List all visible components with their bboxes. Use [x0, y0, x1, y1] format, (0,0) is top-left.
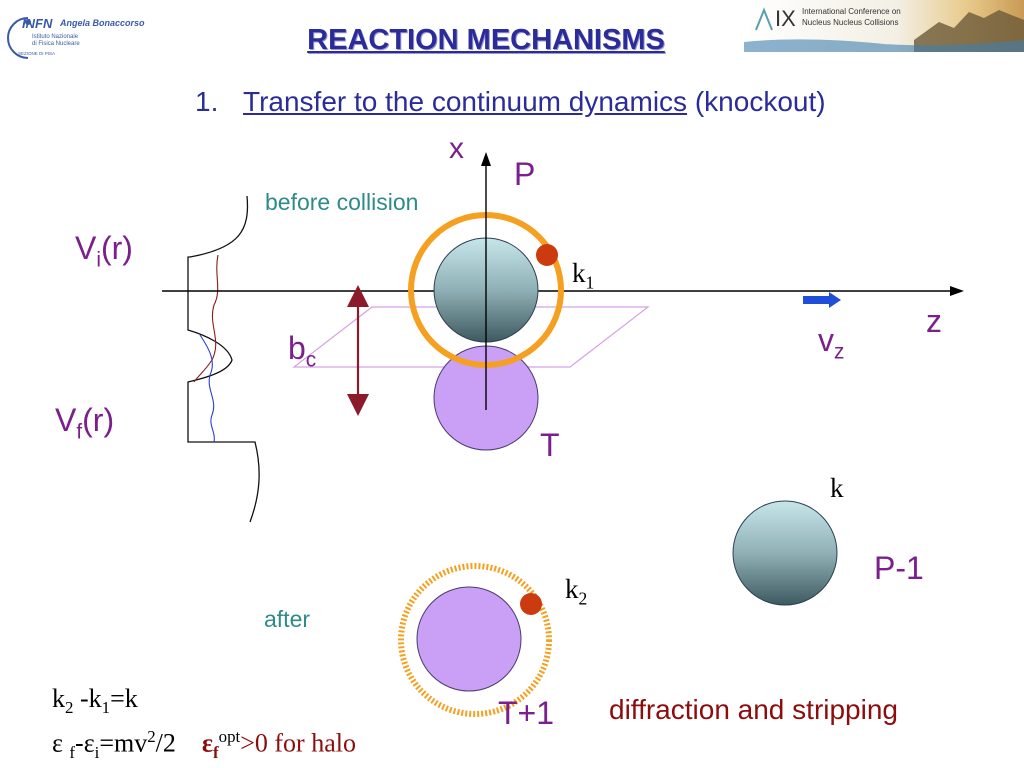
infn-logo [6, 12, 156, 69]
subtitle-link[interactable]: Transfer to the continuum dynamics [243, 86, 688, 117]
k2-label: k2 [565, 574, 588, 609]
infn-text: INFN [22, 16, 53, 31]
projectile-label: P [514, 156, 536, 192]
conference-banner-image [744, 0, 1024, 52]
infn-logo-mark [7, 17, 31, 59]
residual-projectile-label: P-1 [874, 550, 924, 586]
after-label: after [264, 606, 311, 632]
conference-numeral: IX [775, 6, 796, 31]
subtitle: 1. Transfer to the continuum dynamics (kn… [195, 86, 826, 118]
z-axis-label: z [926, 303, 942, 339]
conference-line2: Nucleus Nucleus Collisions [802, 18, 899, 27]
target-plus-one [416, 586, 522, 692]
infn-line3: SEZIONE DI PISA [18, 51, 56, 56]
target-plus-one-label: T+1 [498, 695, 555, 731]
residual-projectile [732, 500, 838, 606]
subtitle-number: 1. [195, 86, 219, 117]
z-axis-arrowhead [950, 286, 964, 296]
conference-line1: International Conference on [802, 7, 901, 16]
velocity-arrow-head [829, 292, 841, 308]
target-label: T [540, 427, 560, 463]
velocity-arrow-body [803, 296, 829, 304]
diffraction-label: diffraction and stripping [609, 694, 898, 725]
author-name: Angela Bonaccorso [60, 18, 145, 28]
k-label: k [830, 473, 844, 503]
vi-label: Vi(r) [75, 230, 133, 272]
x-axis-arrowhead [481, 152, 491, 166]
reaction-plane [292, 306, 650, 368]
vf-label: Vf(r) [55, 402, 115, 444]
nucleon-k2 [520, 593, 542, 615]
infn-line1: Istituto Nazionale [32, 34, 79, 40]
velocity-label: vz [818, 322, 845, 364]
target-orbit [398, 563, 552, 717]
initial-wavefunction [193, 254, 219, 383]
before-collision-label: before collision [265, 189, 419, 215]
nucleon-k1 [536, 244, 558, 266]
impact-parameter-label: bc [288, 330, 317, 372]
final-wavefunction [199, 334, 215, 443]
x-axis-label: x [449, 132, 464, 165]
infn-line2: di Fisica Nucleare [32, 41, 80, 47]
conference-banner [744, 0, 1024, 52]
momentum-equation: k2 -k1=k [52, 684, 138, 718]
potential-curve [187, 195, 260, 523]
k1-label: k1 [572, 258, 595, 293]
page-title: REACTION MECHANISMS [307, 24, 665, 56]
subtitle-paren: (knockout) [694, 86, 826, 117]
